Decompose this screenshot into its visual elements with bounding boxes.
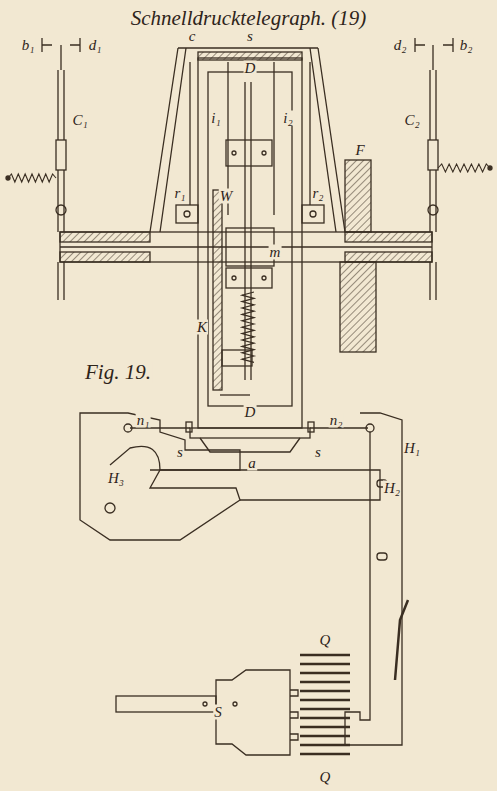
part-label: a — [247, 456, 257, 471]
part-label: d₁ — [88, 38, 103, 53]
part-label: d₂ — [393, 38, 408, 53]
part-label: W — [219, 189, 234, 204]
comb-bar — [300, 681, 350, 684]
part-label: b₂ — [459, 38, 474, 53]
comb-bar — [300, 672, 350, 675]
comb-bar — [300, 753, 350, 756]
comb-bar — [300, 717, 350, 720]
comb-bar — [300, 744, 350, 747]
figure-number: Fig. 19. — [84, 362, 152, 383]
part-label: H₂ — [383, 481, 401, 496]
comb-bar — [300, 663, 350, 666]
comb-bar — [300, 726, 350, 729]
part-label: s — [176, 445, 184, 460]
part-label: Q — [319, 633, 332, 648]
part-label: n₂ — [329, 413, 344, 428]
part-label: K — [196, 320, 208, 335]
lever-spring — [438, 164, 490, 172]
part-label: c — [188, 29, 197, 44]
part-label: n₁ — [136, 413, 151, 428]
comb-bar — [300, 735, 350, 738]
part-label: m — [269, 245, 282, 260]
part-label: S — [213, 705, 223, 720]
part-label: C₁ — [71, 113, 88, 128]
part-label: H₃ — [107, 471, 125, 486]
title: Schnelldrucktelegraph. (19) — [0, 6, 497, 31]
part-label: r₂ — [311, 186, 324, 201]
part-label: D — [244, 61, 257, 76]
part-label: s — [246, 29, 254, 44]
part-label: s — [314, 445, 322, 460]
comb-bar — [300, 708, 350, 711]
part-label: b₁ — [21, 38, 36, 53]
part-label: r₁ — [173, 186, 186, 201]
comb-bar — [300, 654, 350, 657]
spring-coil — [242, 292, 254, 362]
lever-spring — [8, 174, 56, 182]
part-label: D — [244, 405, 257, 420]
part-label: i₂ — [282, 111, 293, 126]
part-label: C₂ — [403, 113, 420, 128]
part-label: F — [354, 143, 365, 158]
comb-bar — [300, 699, 350, 702]
part-label: H₁ — [403, 441, 421, 456]
part-label: Q — [319, 770, 332, 785]
part-label: i₁ — [210, 111, 221, 126]
comb-bar — [300, 690, 350, 693]
